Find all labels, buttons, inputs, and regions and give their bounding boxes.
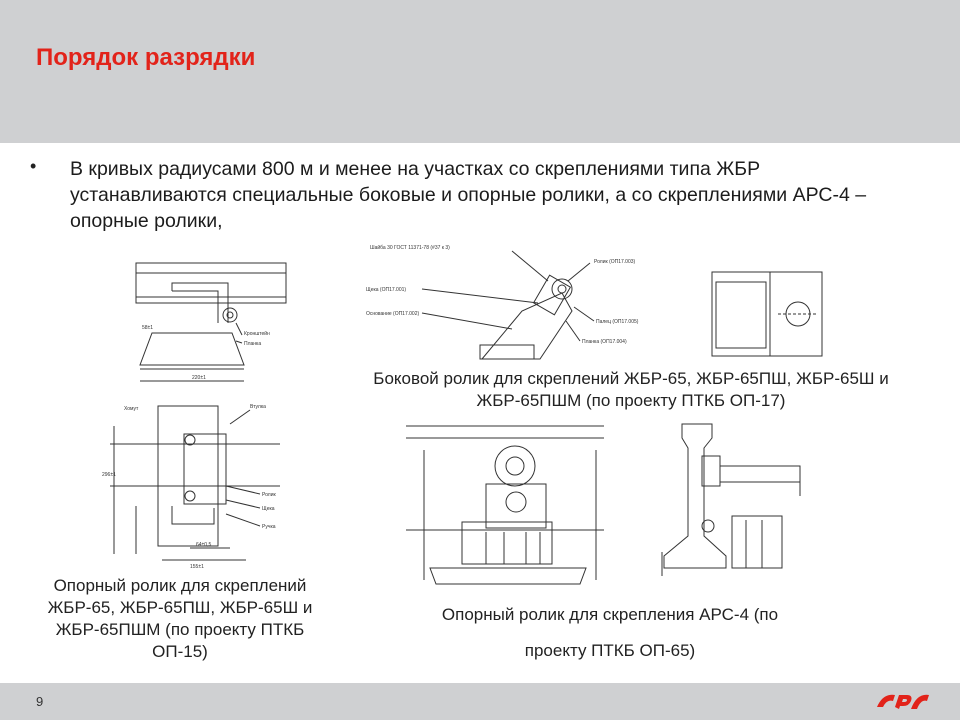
drawing-support-roller-plan: Хомут Втулка Ролик Щека Ручка 296±1 64±0… xyxy=(100,396,290,571)
bullet-item: • В кривых радиусами 800 м и менее на уч… xyxy=(30,156,910,234)
label-64: 64±0,5 xyxy=(196,542,211,548)
bullet-text: В кривых радиусами 800 м и менее на учас… xyxy=(70,158,867,232)
label-155: 155±1 xyxy=(190,564,204,570)
caption-side-roller: Боковой ролик для скреплений ЖБР-65, ЖБР… xyxy=(373,369,889,410)
drawing-ars-roller-front xyxy=(400,420,610,592)
label-shcheka: Щека xyxy=(262,506,275,512)
drawing-side-roller-detail xyxy=(708,268,828,362)
drawing-ars-roller-side xyxy=(654,416,824,582)
footer-band: 9 xyxy=(0,683,960,720)
caption-support-roller-ars-line2: проекту ПТКБ ОП-65) xyxy=(524,641,696,660)
page-number: 9 xyxy=(36,694,44,709)
label-shcheka-op17: Щека (ОП17.001) xyxy=(366,287,406,293)
drawing-support-roller-side: 58±1 Кронштейн Планка 220±1 xyxy=(132,253,292,388)
label-shaiba: Шайба 30 ГОСТ 11371-78 (#37 к 3) xyxy=(370,244,450,251)
rzd-logo-icon xyxy=(873,687,933,715)
label-osnovanie-op17: Основание (ОП17.002) xyxy=(366,311,419,317)
label-planka: Планка xyxy=(244,341,261,347)
caption-support-roller-ars-line1: Опорный ролик для скрепления АРС-4 (по xyxy=(441,605,779,624)
label-58: 58±1 xyxy=(142,325,153,331)
label-planka-op17: Планка (ОП17.004) xyxy=(582,339,627,345)
label-rolik: Ролик xyxy=(262,492,276,498)
label-296: 296±1 xyxy=(102,472,116,478)
label-kronshtein: Кронштейн xyxy=(244,330,270,337)
label-vtulka: Втулка xyxy=(250,404,266,410)
bullet-list: • В кривых радиусами 800 м и менее на уч… xyxy=(30,156,910,234)
header-band: Порядок разрядки xyxy=(0,0,960,143)
bullet-dot-icon: • xyxy=(30,156,37,176)
slide-title: Порядок разрядки xyxy=(36,44,256,71)
label-220: 220±1 xyxy=(192,375,206,381)
drawing-side-roller-assembly: Шайба 30 ГОСТ 11371-78 (#37 к 3) Ролик (… xyxy=(362,241,682,366)
label-palets-op17: Палец (ОП17.005) xyxy=(596,319,639,325)
caption-support-roller-zhbr: Опорный ролик для скреплений ЖБР-65, ЖБР… xyxy=(47,576,313,661)
label-ruchka: Ручка xyxy=(262,524,276,530)
label-rolik-op17: Ролик (ОП17.003) xyxy=(594,259,636,265)
label-khomut: Хомут xyxy=(124,406,139,412)
